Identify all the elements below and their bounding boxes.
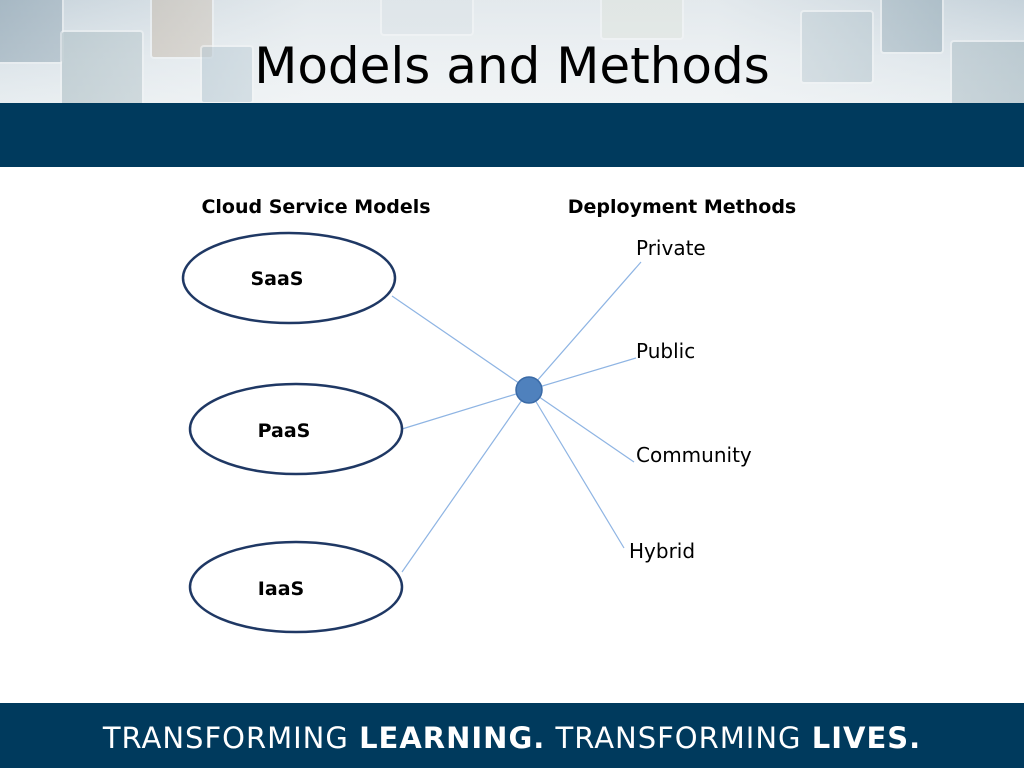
connector-public bbox=[528, 357, 637, 391]
connector-community bbox=[528, 389, 635, 463]
method-community: Community bbox=[636, 443, 752, 467]
method-public: Public bbox=[636, 339, 695, 363]
banner-wash bbox=[0, 0, 1024, 103]
footer-tagline-emphasis: LIVES. bbox=[811, 721, 922, 755]
header-banner bbox=[0, 0, 1024, 103]
footer-tagline: TRANSFORMING LEARNING. TRANSFORMING LIVE… bbox=[0, 703, 1024, 773]
footer-tagline-emphasis: LEARNING. bbox=[359, 721, 546, 755]
model-label: IaaS bbox=[258, 578, 304, 600]
connector-iaas bbox=[401, 389, 530, 573]
connector-private bbox=[528, 261, 642, 391]
footer-band: TRANSFORMING LEARNING. TRANSFORMING LIVE… bbox=[0, 703, 1024, 768]
connector-paas bbox=[401, 389, 530, 430]
method-hybrid: Hybrid bbox=[629, 539, 695, 563]
methods-heading: Deployment Methods bbox=[568, 196, 796, 218]
title-band bbox=[0, 103, 1024, 167]
model-ellipse bbox=[188, 540, 404, 634]
footer-tagline-part: TRANSFORMING bbox=[545, 721, 812, 755]
footer-tagline-part: TRANSFORMING bbox=[102, 721, 360, 755]
model-iaas: IaaS bbox=[188, 540, 404, 634]
model-ellipse bbox=[188, 382, 404, 476]
model-saas: SaaS bbox=[181, 231, 397, 325]
models-heading: Cloud Service Models bbox=[201, 196, 430, 218]
connector-lines bbox=[391, 261, 642, 573]
hub-node bbox=[515, 376, 543, 404]
model-ellipse bbox=[181, 231, 397, 325]
model-label: PaaS bbox=[258, 420, 311, 442]
slide-title: Models and Methods bbox=[254, 37, 770, 95]
connector-saas bbox=[391, 295, 530, 391]
connector-hybrid bbox=[528, 389, 625, 549]
method-private: Private bbox=[636, 236, 706, 260]
model-label: SaaS bbox=[250, 268, 303, 290]
model-paas: PaaS bbox=[188, 382, 404, 476]
